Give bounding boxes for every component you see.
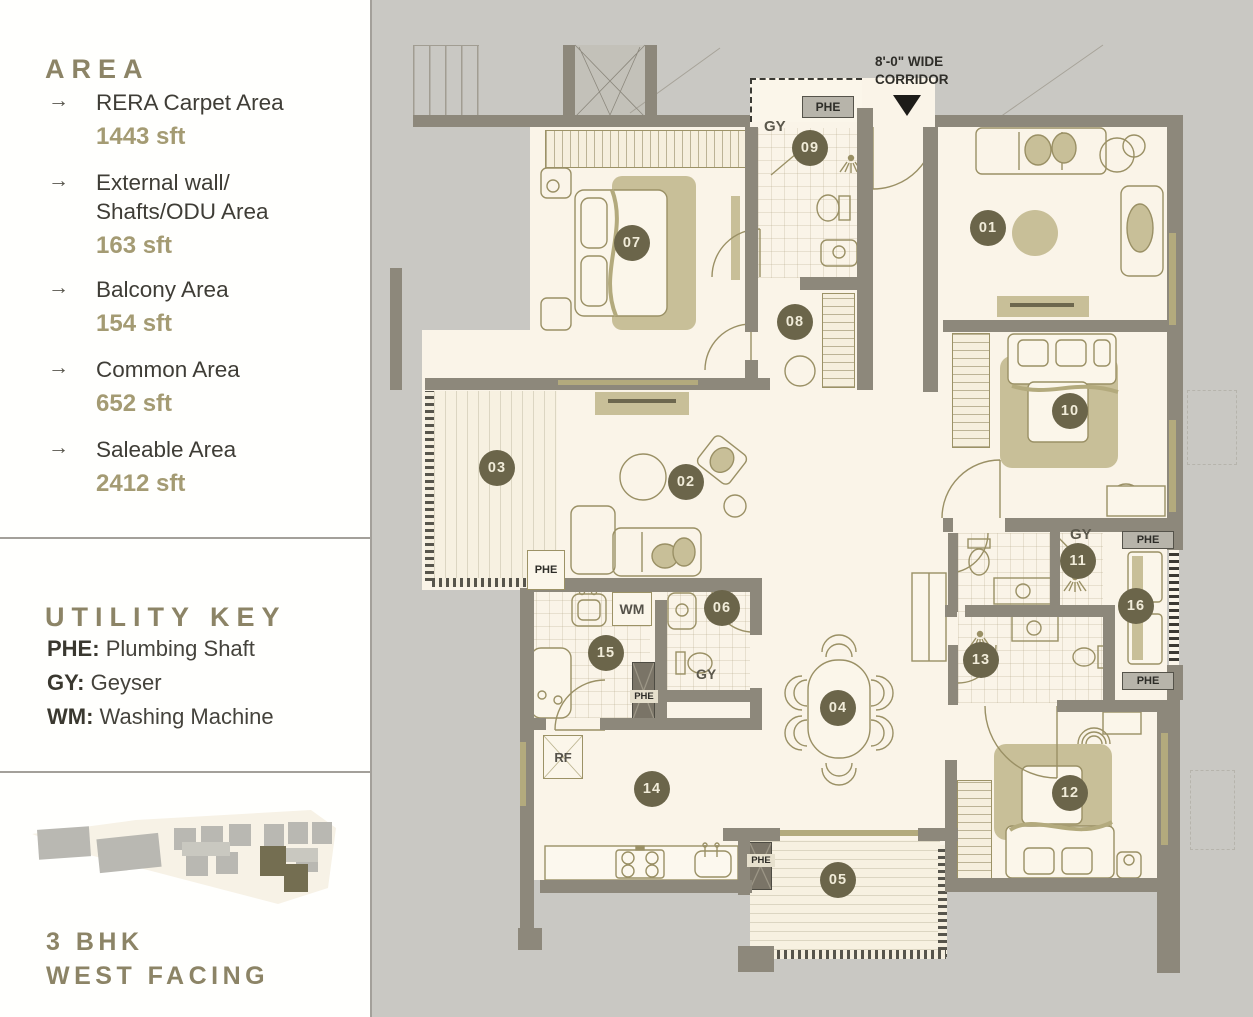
utility-abbr: WM: bbox=[47, 704, 94, 729]
corridor-label-line1: 8'-0" WIDE bbox=[875, 54, 944, 69]
room-badge-10: 10 bbox=[1052, 393, 1088, 429]
area-item-value: 1443 sft bbox=[96, 123, 186, 150]
area-item-value: 2412 sft bbox=[96, 470, 186, 497]
room-badge-04: 04 bbox=[820, 690, 856, 726]
room-badge-13: 13 bbox=[963, 642, 999, 678]
balcony-railing bbox=[432, 578, 528, 587]
entry-arrow-icon bbox=[893, 95, 921, 116]
floor-living bbox=[930, 115, 1183, 332]
area-item-value: 154 sft bbox=[96, 310, 173, 337]
room-badge-11: 11 bbox=[1060, 543, 1096, 579]
utility-desc: Plumbing Shaft bbox=[105, 636, 255, 661]
caption-line1: 3 BHK bbox=[46, 928, 144, 956]
room-badge-06: 06 bbox=[704, 590, 740, 626]
room-badge-15: 15 bbox=[588, 635, 624, 671]
exterior-projection bbox=[1190, 770, 1235, 850]
room-badge-16: 16 bbox=[1118, 588, 1154, 624]
wardrobe bbox=[822, 293, 855, 388]
utility-abbr: GY: bbox=[47, 670, 85, 695]
refrigerator-label: RF bbox=[543, 735, 583, 779]
area-item-label: Saleable Area bbox=[96, 437, 237, 462]
utility-abbr: PHE: bbox=[47, 636, 100, 661]
wardrobe bbox=[545, 130, 748, 168]
plan-caption: 3 BHK WEST FACING bbox=[46, 925, 269, 993]
corridor-label-line2: CORRIDOR bbox=[875, 72, 949, 87]
louver-vent bbox=[1169, 548, 1179, 668]
floor-plan: 8'-0" WIDE CORRIDOR PHE GY PHE WM PHE GY… bbox=[372, 0, 1253, 1017]
area-heading: AREA bbox=[45, 54, 150, 85]
arrow-icon: → bbox=[48, 89, 69, 112]
area-item-label: RERA Carpet Area bbox=[96, 90, 284, 115]
arrow-icon: → bbox=[48, 436, 69, 459]
lift-shaft bbox=[575, 45, 645, 117]
area-item-label: External wall/ Shafts/ODU Area bbox=[96, 170, 269, 224]
utility-desc: Washing Machine bbox=[99, 704, 274, 729]
caption-line2: WEST FACING bbox=[46, 962, 270, 990]
utility-key-row: GY: Geyser bbox=[47, 666, 162, 700]
phe-shaft-label: PHE bbox=[1122, 531, 1174, 549]
area-item-value: 163 sft bbox=[96, 232, 173, 259]
phe-shaft-label: PHE bbox=[747, 854, 775, 867]
phe-shaft-label: PHE bbox=[1122, 672, 1174, 690]
room-badge-07: 07 bbox=[614, 225, 650, 261]
room-badge-12: 12 bbox=[1052, 775, 1088, 811]
utility-desc: Geyser bbox=[90, 670, 162, 695]
phe-shaft-label: PHE bbox=[527, 550, 565, 590]
area-item-rera: → RERA Carpet Area 1443 sft bbox=[48, 88, 328, 151]
balcony-deck bbox=[434, 391, 557, 578]
balcony-railing bbox=[425, 391, 434, 581]
phe-shaft-label: PHE bbox=[630, 690, 658, 703]
rear-deck bbox=[750, 840, 940, 950]
deck-railing bbox=[938, 845, 947, 957]
divider bbox=[0, 537, 372, 539]
site-map bbox=[32, 810, 336, 904]
room-badge-02: 02 bbox=[668, 464, 704, 500]
area-item-label: Balcony Area bbox=[96, 277, 229, 302]
geyser-label: GY bbox=[696, 666, 717, 682]
area-item-label: Common Area bbox=[96, 357, 240, 382]
sidebar: AREA → RERA Carpet Area 1443 sft → Exter… bbox=[0, 0, 372, 1017]
corridor-label: 8'-0" WIDE CORRIDOR bbox=[875, 53, 949, 89]
utility-key-heading: UTILITY KEY bbox=[45, 602, 287, 633]
area-item-common: → Common Area 652 sft bbox=[48, 355, 328, 418]
staircase bbox=[413, 45, 479, 115]
utility-key-row: WM: Washing Machine bbox=[47, 700, 274, 734]
area-item-value: 652 sft bbox=[96, 390, 173, 417]
exterior-projection bbox=[1187, 390, 1237, 465]
geyser-label: GY bbox=[1070, 526, 1092, 543]
divider bbox=[0, 771, 372, 773]
arrow-icon: → bbox=[48, 356, 69, 379]
room-badge-14: 14 bbox=[634, 771, 670, 807]
arrow-icon: → bbox=[48, 169, 69, 192]
area-item-saleable: → Saleable Area 2412 sft bbox=[48, 435, 328, 498]
room-badge-05: 05 bbox=[820, 862, 856, 898]
room-badge-09: 09 bbox=[792, 130, 828, 166]
room-badge-01: 01 bbox=[970, 210, 1006, 246]
room-badge-03: 03 bbox=[479, 450, 515, 486]
geyser-label: GY bbox=[764, 118, 786, 135]
phe-shaft-label: PHE bbox=[802, 96, 854, 118]
wardrobe bbox=[952, 333, 990, 448]
utility-key-row: PHE: Plumbing Shaft bbox=[47, 632, 255, 666]
area-item-external: → External wall/ Shafts/ODU Area 163 sft bbox=[48, 168, 328, 260]
washing-machine-label: WM bbox=[612, 592, 652, 626]
arrow-icon: → bbox=[48, 276, 69, 299]
area-item-balcony: → Balcony Area 154 sft bbox=[48, 275, 328, 338]
deck-railing bbox=[756, 950, 946, 959]
room-badge-08: 08 bbox=[777, 304, 813, 340]
wardrobe bbox=[957, 780, 992, 880]
